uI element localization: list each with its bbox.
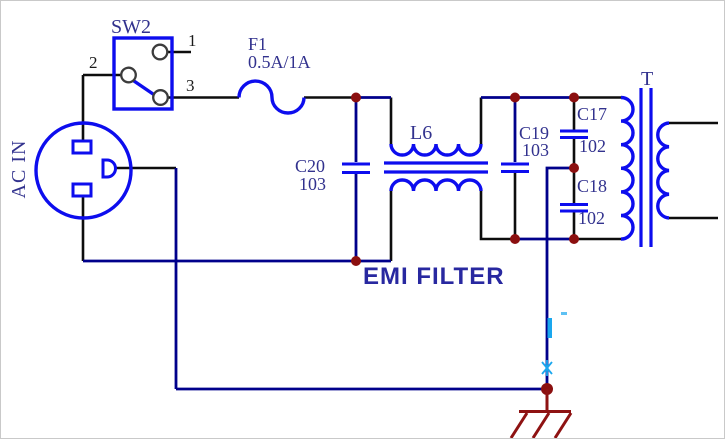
capacitor-c17-symbol: [560, 129, 588, 139]
junction-dot: [569, 92, 579, 103]
c19-value: 103: [522, 140, 549, 160]
l6-bottom-winding: [389, 178, 483, 192]
junction-dots: [351, 92, 579, 395]
fuse-f1-rating: 0.5A/1A: [248, 52, 311, 72]
junction-dot: [351, 92, 361, 103]
c20-label: C20: [295, 156, 326, 176]
wires-black: [81, 50, 718, 261]
inlet-pin-earth: [101, 158, 117, 179]
junction-dot: [351, 256, 361, 266]
c17-plates: [560, 129, 588, 139]
junction-dot: [569, 234, 579, 244]
wire-choke-bottom-right-lead: [479, 191, 515, 241]
sw2-terminal-3: [152, 89, 169, 106]
c20-plates: [342, 162, 370, 174]
junction-dot: [510, 92, 520, 103]
c19-label: C19: [519, 123, 550, 143]
transformer-label: T: [641, 68, 654, 90]
cursor-artifacts: [541, 312, 567, 376]
l6-label: L6: [410, 122, 433, 144]
capacitor-c20-symbol: [342, 162, 370, 174]
earth-ground-symbol: [509, 389, 573, 438]
c18-plates: [560, 203, 588, 213]
wires-navy: [83, 96, 574, 391]
inlet-pin-bottom: [71, 182, 93, 198]
wire-cap-midpoint-to-ground: [545, 166, 574, 389]
ac-inlet-label: AC IN: [8, 139, 30, 199]
t-secondary-winding: [656, 121, 670, 220]
capacitor-c18-symbol: [560, 203, 588, 213]
c19-plates: [501, 162, 529, 173]
t-core-lines: [639, 88, 653, 247]
ground-hatches: [509, 412, 573, 438]
c20-value: 103: [299, 174, 326, 194]
sw2-terminal-2: [120, 66, 137, 84]
inlet-body-circle: [34, 121, 133, 220]
c17-value: 102: [579, 136, 606, 156]
inlet-pin-top: [71, 139, 93, 155]
capacitor-c19-symbol: [501, 162, 529, 173]
junction-dot: [510, 234, 520, 244]
switch-sw2-symbol: [112, 36, 174, 111]
sw2-contact-blade: [131, 78, 156, 97]
fuse-f1-symbol: [237, 79, 306, 115]
emi-filter-title: EMI FILTER: [363, 263, 505, 290]
asterisk-artifact: [541, 360, 553, 376]
sw2-pin3-number: 3: [186, 76, 195, 95]
fuse-f1-label: F1: [248, 34, 268, 54]
t-primary-winding: [620, 95, 635, 241]
sw2-pin2-number: 2: [89, 53, 98, 72]
speck-artifact: [561, 312, 567, 315]
c18-value: 102: [578, 208, 605, 228]
c18-label: C18: [577, 176, 608, 196]
l6-core-lines: [384, 161, 488, 174]
sw2-body: [112, 36, 174, 111]
sw2-label: SW2: [111, 16, 151, 38]
sw2-terminal-1: [151, 43, 169, 61]
junction-dot: [569, 163, 579, 173]
choke-l6-symbol: [384, 143, 488, 192]
ac-inlet-symbol: [34, 121, 133, 220]
c17-label: C17: [577, 104, 608, 124]
sw2-pin1-number: 1: [188, 31, 197, 50]
caret-artifact: [547, 318, 552, 338]
transformer-t-symbol: [620, 88, 670, 247]
l6-top-winding: [389, 143, 483, 157]
